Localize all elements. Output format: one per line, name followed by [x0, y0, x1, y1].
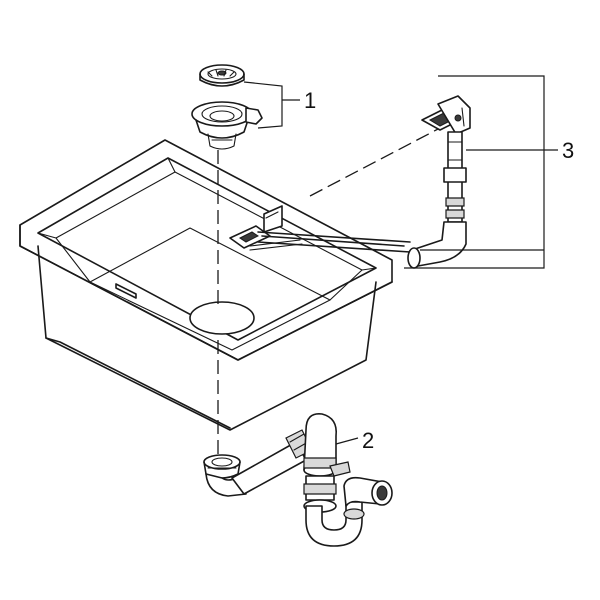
overflow-axis-line	[309, 127, 441, 197]
appliance-connector	[329, 461, 351, 477]
strainer-basket-assembly	[191, 64, 300, 150]
pop-up-cable-tube	[443, 131, 467, 223]
callout-3: 3	[562, 138, 574, 163]
callout-1-leader	[243, 81, 300, 129]
pop-up-control-head	[421, 95, 471, 135]
basket-strainer-cap	[199, 64, 245, 87]
overflow-hose	[257, 231, 411, 253]
callout-2: 2	[362, 428, 374, 453]
callout-1: 1	[304, 88, 316, 113]
trap-outlet	[343, 476, 393, 507]
callout-3-leader	[404, 75, 558, 269]
overflow-waste-assembly	[229, 75, 558, 269]
sink-basin	[19, 139, 393, 431]
overflow-elbow	[407, 221, 467, 269]
strainer-body	[191, 101, 263, 150]
siphon-trap-assembly	[203, 413, 393, 547]
callout-2-leader	[335, 437, 359, 445]
